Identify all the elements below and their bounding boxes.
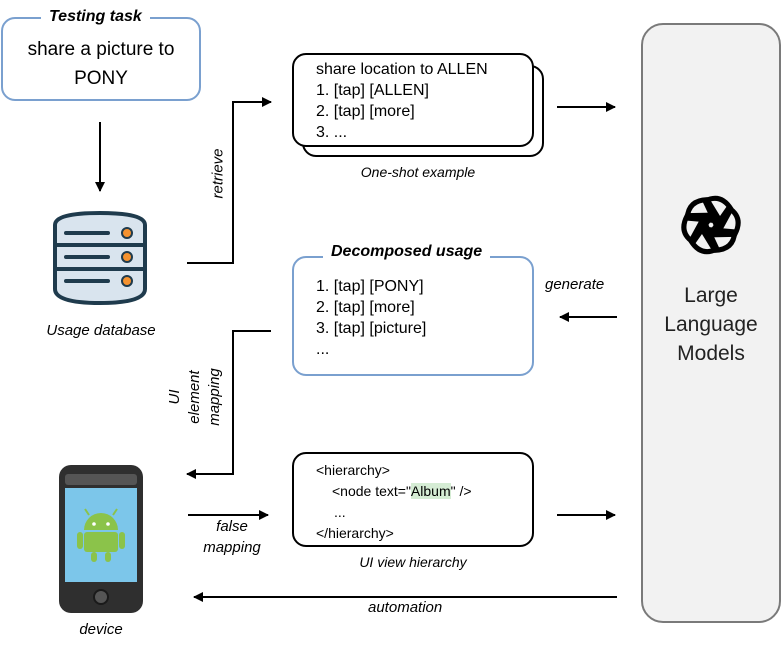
automation-label: automation — [368, 599, 443, 616]
device-label: device — [79, 621, 123, 638]
retrieve-label: retrieve — [209, 148, 227, 199]
ui-view-hierarchy-caption: UI view hierarchy — [359, 554, 467, 570]
usage-database-label: Usage database — [46, 322, 156, 339]
decomposed-step-4: ... — [316, 341, 330, 358]
openai-logo-icon — [681, 195, 741, 255]
arrow-retrieve — [187, 97, 272, 264]
testing-task-line2: PONY — [74, 68, 128, 89]
one-shot-step-1: 1. [tap] [ALLEN] — [316, 82, 429, 99]
decomposed-usage-box: 1. [tap] [PONY] 2. [tap] [more] 3. [tap]… — [292, 256, 534, 376]
llm-line-1: Large — [684, 284, 738, 307]
llm-box: Large Language Models — [641, 23, 781, 623]
hierarchy-node-highlight: Album — [410, 483, 451, 499]
testing-task-line1: share a picture to — [27, 39, 175, 60]
one-shot-step-3: 3. ... — [316, 124, 348, 141]
one-shot-example-card: share location to ALLEN 1. [tap] [ALLEN]… — [292, 53, 534, 147]
llm-line-2: Language — [664, 313, 758, 336]
one-shot-step-2: 2. [tap] [more] — [316, 103, 415, 120]
ui-view-hierarchy-box: <hierarchy> <node text="Album" /> ... </… — [292, 452, 534, 547]
decomposed-step-2: 2. [tap] [more] — [316, 299, 415, 316]
hierarchy-line-2: <node text="Album" /> — [316, 481, 472, 502]
decomposed-usage-title: Decomposed usage — [323, 243, 491, 261]
hierarchy-node-prefix: <node text=" — [332, 483, 411, 499]
ui-element-mapping-line3: mapping — [206, 368, 223, 426]
hierarchy-node-suffix: " /> — [450, 483, 472, 499]
one-shot-title: share location to ALLEN — [316, 61, 488, 78]
decomposed-step-3: 3. [tap] [picture] — [316, 320, 427, 337]
ui-element-mapping-line2: element — [186, 370, 203, 424]
ui-element-mapping-label: UI element mapping — [165, 347, 235, 447]
decomposed-step-1: 1. [tap] [PONY] — [316, 278, 424, 295]
false-mapping-line2: mapping — [203, 539, 261, 556]
arrow-ui-element-mapping — [186, 330, 271, 479]
llm-line-3: Models — [677, 342, 745, 365]
testing-task-title: Testing task — [41, 8, 150, 26]
false-mapping-label: false mapping — [186, 516, 278, 558]
hierarchy-line-3: ... — [334, 504, 346, 520]
hierarchy-line-1: <hierarchy> — [316, 462, 390, 478]
ui-element-mapping-line1: UI — [166, 389, 183, 405]
false-mapping-line1: false — [216, 518, 248, 535]
one-shot-caption: One-shot example — [360, 164, 476, 180]
generate-label: generate — [545, 276, 605, 293]
hierarchy-line-4: </hierarchy> — [316, 525, 394, 541]
testing-task-box: share a picture to PONY — [1, 17, 201, 101]
